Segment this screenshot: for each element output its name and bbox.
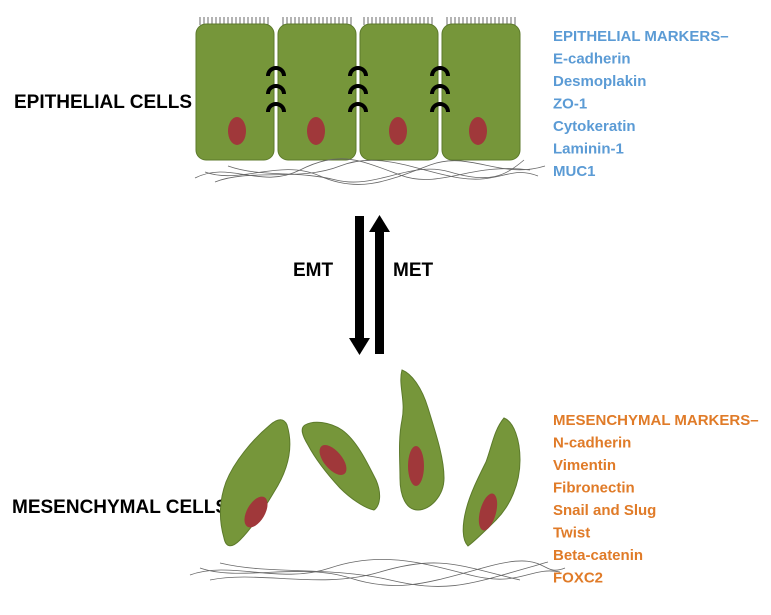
mesenchymal-cells-label: MESENCHYMAL CELLS bbox=[12, 497, 228, 518]
nucleus bbox=[228, 117, 246, 145]
epithelial-marker-item: Desmoplakin bbox=[553, 73, 646, 90]
mesenchymal-marker-item: Beta-catenin bbox=[553, 547, 643, 564]
epithelial-marker-item: Laminin-1 bbox=[553, 141, 624, 158]
epithelial-marker-item: ZO-1 bbox=[553, 96, 587, 113]
emt-arrow bbox=[349, 216, 370, 355]
epithelial-cell bbox=[195, 23, 275, 161]
nucleus bbox=[389, 117, 407, 145]
nucleus bbox=[478, 493, 498, 531]
epithelial-cells bbox=[195, 23, 521, 161]
cell-junctions bbox=[266, 66, 450, 113]
epithelial-marker-item: MUC1 bbox=[553, 163, 596, 180]
microvilli bbox=[199, 17, 516, 25]
epithelial-cell bbox=[441, 23, 521, 161]
mesenchymal-marker-item: N-cadherin bbox=[553, 435, 631, 452]
epithelial-marker-item: Cytokeratin bbox=[553, 118, 636, 135]
epithelial-nuclei bbox=[228, 117, 487, 145]
emt-label: EMT bbox=[293, 260, 334, 281]
epithelial-markers: EPITHELIAL MARKERS– E-cadherinDesmoplakin… bbox=[553, 28, 729, 180]
nucleus bbox=[408, 446, 424, 486]
nucleus bbox=[319, 445, 347, 475]
epithelial-cell bbox=[277, 23, 357, 161]
mesenchymal-markers-title: MESENCHYMAL MARKERS– bbox=[553, 412, 759, 429]
mesenchymal-cell bbox=[462, 417, 521, 547]
nucleus bbox=[469, 117, 487, 145]
mesenchymal-marker-item: Snail and Slug bbox=[553, 502, 656, 519]
epithelial-marker-item: E-cadherin bbox=[553, 51, 631, 68]
mesenchymal-marker-item: FOXC2 bbox=[553, 570, 603, 587]
met-label: MET bbox=[393, 260, 434, 281]
met-arrow bbox=[369, 215, 390, 354]
mesenchymal-marker-item: Vimentin bbox=[553, 457, 616, 474]
mesenchymal-marker-item: Twist bbox=[553, 525, 590, 542]
mesenchymal-marker-item: Fibronectin bbox=[553, 480, 635, 497]
epithelial-markers-title: EPITHELIAL MARKERS– bbox=[553, 28, 729, 45]
nucleus bbox=[244, 496, 268, 528]
mesenchymal-cell bbox=[220, 419, 291, 547]
mesenchymal-cell bbox=[399, 369, 445, 511]
basement-membrane-fibers bbox=[194, 158, 546, 185]
epithelial-cell bbox=[359, 23, 439, 161]
mesenchymal-markers: MESENCHYMAL MARKERS– N-cadherinVimentinFi… bbox=[553, 412, 759, 587]
nucleus bbox=[307, 117, 325, 145]
extracellular-matrix-fibers bbox=[189, 558, 566, 587]
mesenchymal-nuclei bbox=[244, 445, 498, 531]
mesenchymal-cells bbox=[220, 369, 521, 547]
epithelial-cells-label: EPITHELIAL CELLS bbox=[14, 92, 192, 113]
